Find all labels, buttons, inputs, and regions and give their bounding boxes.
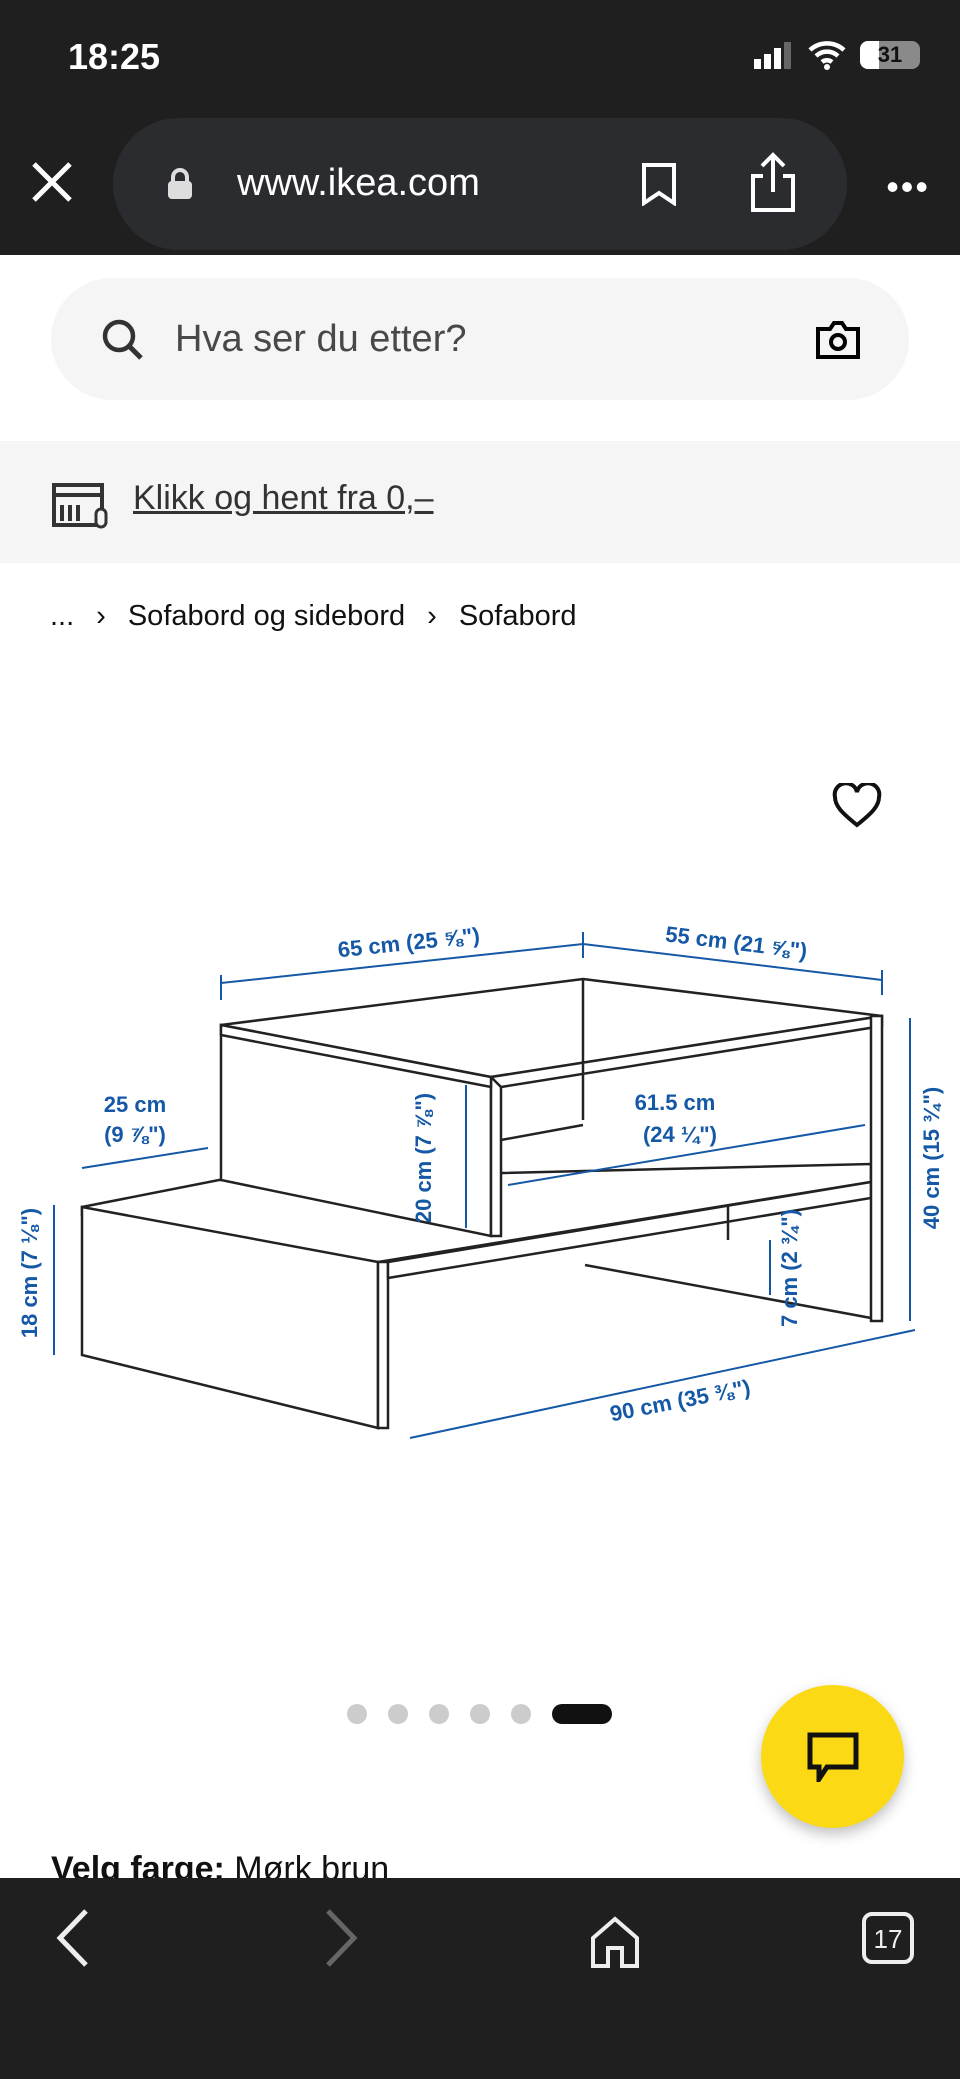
dimension-clearance: 7 cm (2 ¾") <box>777 1209 802 1327</box>
browser-toolbar: 17 <box>0 1878 960 2079</box>
dimension-total-width: 90 cm (35 ⅜") <box>608 1375 753 1427</box>
dimension-step-depth: 25 cm <box>104 1092 166 1117</box>
dimension-low-height: 18 cm (7 ⅛") <box>17 1208 42 1338</box>
lock-icon <box>168 168 192 199</box>
forward-button[interactable] <box>322 1908 362 1973</box>
close-icon <box>32 162 72 202</box>
home-icon <box>591 1916 639 1968</box>
tabs-icon: 17 <box>862 1912 914 1964</box>
battery-indicator: 31 <box>860 41 920 69</box>
url-text[interactable]: www.ikea.com <box>237 162 480 204</box>
search-icon <box>102 319 143 360</box>
gallery-dot[interactable] <box>511 1704 531 1724</box>
gallery-dot[interactable] <box>429 1704 449 1724</box>
bookmark-icon[interactable] <box>641 162 677 206</box>
breadcrumb-item[interactable]: Sofabord <box>458 600 577 632</box>
chevron-right-icon <box>326 1909 358 1967</box>
gallery-dot[interactable] <box>347 1704 367 1724</box>
close-button[interactable] <box>30 160 74 209</box>
address-bar[interactable]: www.ikea.com <box>113 118 847 250</box>
gallery-pagination <box>347 1704 612 1724</box>
chevron-right-icon: › <box>427 600 437 632</box>
gallery-dot-active[interactable] <box>552 1704 612 1724</box>
search-input[interactable]: Hva ser du etter? <box>51 278 909 400</box>
click-collect-banner: Klikk og hent fra 0,– <box>0 441 960 563</box>
share-icon[interactable] <box>749 152 797 214</box>
breadcrumb: ... › Sofabord og sidebord › Sofabord <box>50 600 577 633</box>
search-placeholder: Hva ser du etter? <box>175 318 467 360</box>
home-button[interactable] <box>590 1916 640 1973</box>
dimension-shelf-gap: 20 cm (7 ⅞") <box>411 1093 436 1223</box>
breadcrumb-item[interactable]: Sofabord og sidebord <box>127 600 406 632</box>
wifi-icon <box>808 41 846 70</box>
gallery-dot[interactable] <box>388 1704 408 1724</box>
tab-count: 17 <box>874 1924 903 1954</box>
dimension-shelf-depth-inch: (24 ¼") <box>643 1122 717 1147</box>
chevron-right-icon: › <box>96 600 106 632</box>
click-collect-link[interactable]: Klikk og hent fra 0,– <box>133 479 434 517</box>
dimension-step-depth-inch: (9 ⅞") <box>104 1122 166 1147</box>
favorite-heart-icon[interactable] <box>832 783 882 829</box>
tabs-button[interactable]: 17 <box>862 1912 914 1969</box>
camera-icon[interactable] <box>815 320 861 360</box>
status-time: 18:25 <box>68 36 161 77</box>
more-menu-button[interactable]: ••• <box>886 166 930 207</box>
gallery-dot[interactable] <box>470 1704 490 1724</box>
chat-bubble-icon <box>807 1732 858 1782</box>
status-icons: 31 <box>754 40 920 70</box>
back-button[interactable] <box>52 1908 92 1973</box>
breadcrumb-ellipsis[interactable]: ... <box>50 600 75 632</box>
browser-chrome: 18:25 31 www.ikea.com ••• <box>0 0 960 255</box>
product-dimension-drawing: 65 cm (25 ⅝") 55 cm (21 ⅝") 25 cm (9 ⅞")… <box>17 921 944 1439</box>
table-outline <box>80 977 884 1430</box>
chevron-left-icon <box>56 1909 88 1967</box>
signal-icon <box>754 42 791 69</box>
store-icon <box>52 483 108 529</box>
chat-button[interactable] <box>761 1685 904 1828</box>
dimension-shelf-depth: 61.5 cm <box>635 1090 716 1115</box>
dimension-lines <box>53 932 916 1439</box>
dimension-total-height: 40 cm (15 ¾") <box>919 1087 944 1230</box>
